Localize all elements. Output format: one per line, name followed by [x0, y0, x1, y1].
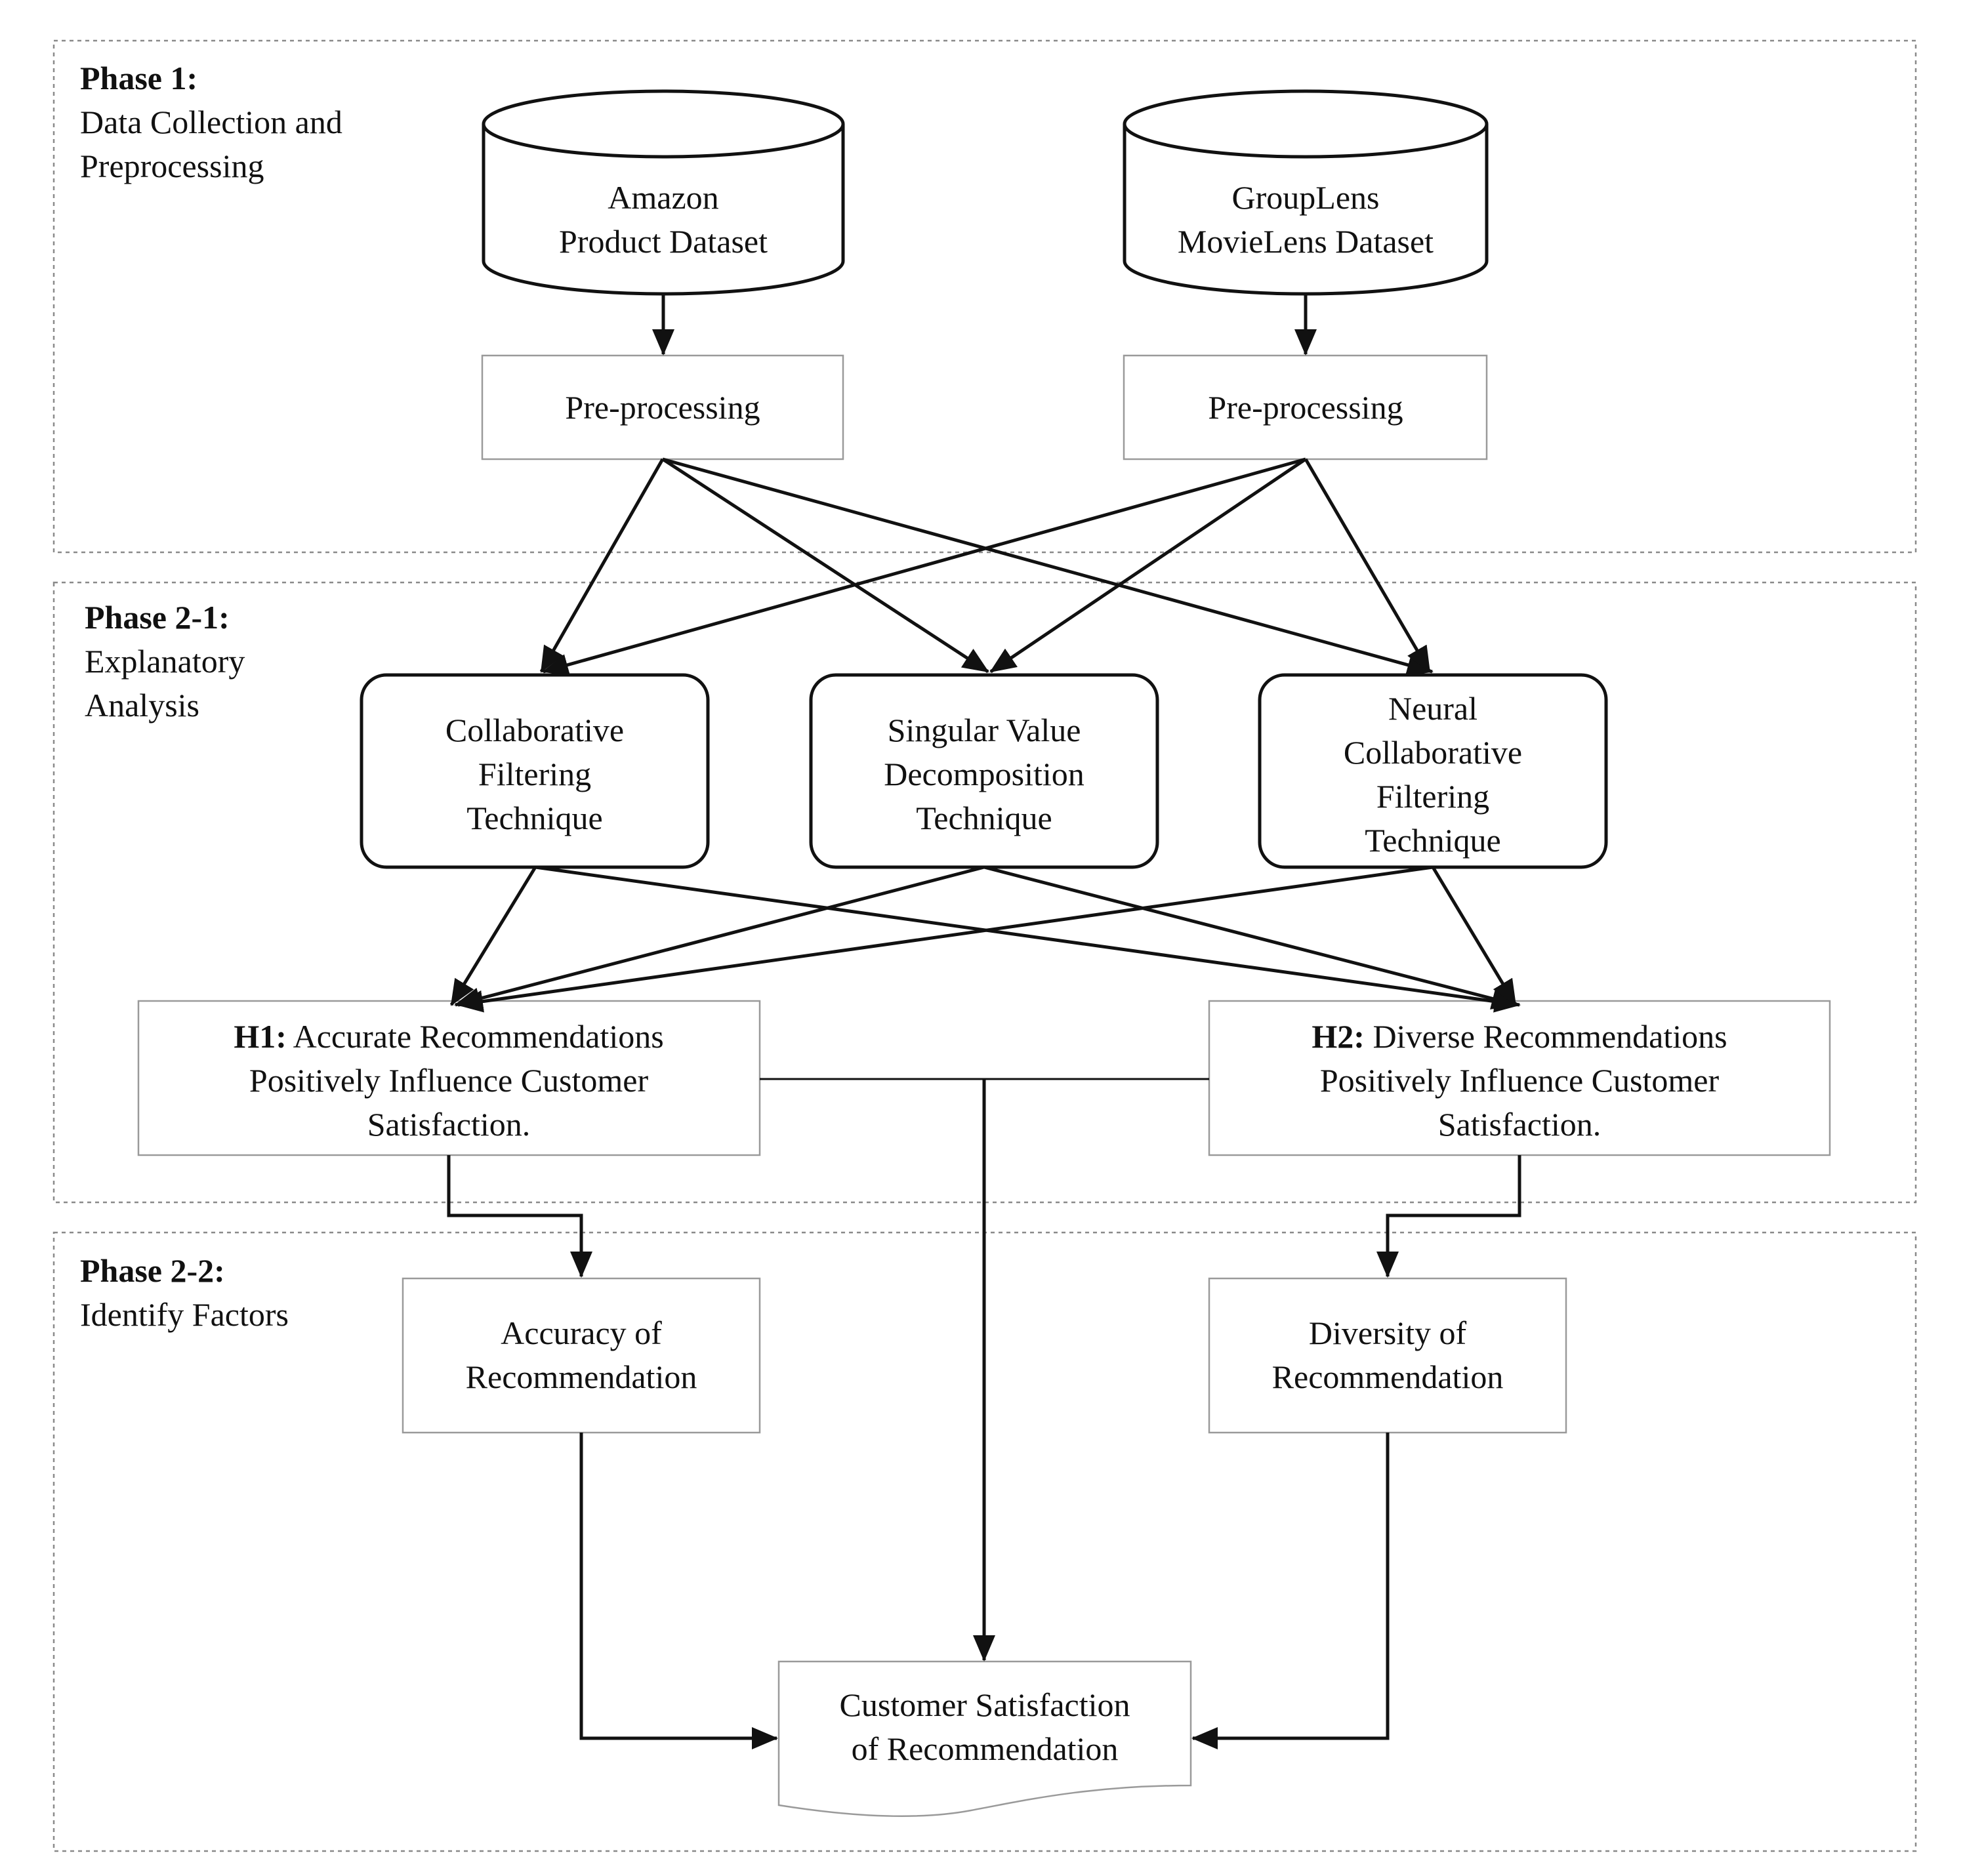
ncf-line3: Filtering — [1376, 778, 1490, 815]
grouplens-dataset-cylinder — [1123, 89, 1489, 296]
h2-box — [1208, 1000, 1831, 1156]
svd-technique-label: Singular Value Decomposition Technique — [884, 708, 1085, 840]
h1-line3: Satisfaction. — [367, 1106, 531, 1143]
accuracy-label: Accuracy of Recommendation — [466, 1311, 697, 1399]
phase1-title: Phase 1: — [80, 60, 198, 96]
cf-technique-label: Collaborative Filtering Technique — [445, 708, 624, 840]
h2-label: H2: Diverse Recommendations Positively I… — [1312, 1015, 1727, 1147]
phase22-label: Phase 2-2: Identify Factors — [80, 1249, 289, 1337]
phase1-container — [52, 39, 1917, 554]
cf-line2: Filtering — [478, 756, 592, 792]
amazon-line1: Amazon — [608, 179, 719, 216]
diversity-box — [1208, 1277, 1567, 1434]
arrow-h2-to-diversity — [1376, 1155, 1521, 1278]
phase22-title: Phase 2-2: — [80, 1252, 225, 1289]
preprocessing-label-left: Pre-processing — [565, 389, 760, 426]
outcome-line1: Customer Satisfaction — [839, 1686, 1130, 1723]
diversity-line2: Recommendation — [1271, 1358, 1504, 1395]
arrow-svd-to-h2 — [983, 865, 1518, 1009]
grouplens-line2: MovieLens Dataset — [1177, 223, 1434, 260]
phase21-desc-line1: Explanatory — [85, 643, 245, 680]
ncf-line1: Neural — [1388, 690, 1478, 727]
diversity-label: Diversity of Recommendation — [1272, 1311, 1504, 1399]
phase1-label: Phase 1: Data Collection and Preprocessi… — [80, 56, 342, 188]
h2-line1: Diverse Recommendations — [1364, 1018, 1727, 1055]
phase21-label: Phase 2-1: Explanatory Analysis — [85, 596, 245, 727]
h1-label: H1: Accurate Recommendations Positively … — [234, 1015, 663, 1147]
amazon-dataset-label: Amazon Product Dataset — [559, 176, 768, 264]
phase1-desc-line2: Preprocessing — [80, 148, 264, 184]
arrow-pre-right-to-svd — [989, 457, 1307, 674]
arrow-pre-right-to-cf — [542, 457, 1306, 676]
arrow-ncf-to-h2 — [1431, 866, 1518, 1006]
h2-tag: H2: — [1312, 1018, 1365, 1055]
phase22-desc-line1: Identify Factors — [80, 1296, 289, 1333]
accuracy-line1: Accuracy of — [501, 1315, 662, 1351]
arrow-svd-to-h1 — [454, 865, 985, 1009]
svd-line3: Technique — [916, 800, 1052, 836]
preprocessing-label-right: Pre-processing — [1208, 389, 1403, 426]
diversity-line1: Diversity of — [1308, 1315, 1467, 1351]
phase21-desc-line2: Analysis — [85, 687, 199, 724]
ncf-line4: Technique — [1365, 822, 1501, 859]
h1-line2: Positively Influence Customer — [249, 1062, 649, 1099]
cf-line1: Collaborative — [445, 712, 625, 748]
accuracy-box — [402, 1277, 761, 1434]
ncf-technique-label: Neural Collaborative Filtering Technique — [1344, 687, 1522, 863]
arrow-pre-right-to-ncf — [1304, 458, 1432, 673]
arrow-ncf-to-h1 — [457, 865, 1434, 1013]
cf-line3: Technique — [466, 800, 603, 836]
h2-line3: Satisfaction. — [1437, 1106, 1601, 1143]
outcome-document-shape — [777, 1660, 1192, 1818]
arrow-cf-to-h1 — [449, 866, 537, 1006]
arrow-h1-to-accuracy — [447, 1155, 592, 1278]
arrow-pre-left-to-svd — [661, 457, 989, 674]
outcome-label: Customer Satisfaction of Recommendation — [840, 1683, 1130, 1771]
h1-line1: Accurate Recommendations — [286, 1018, 664, 1055]
arrow-pre-left-to-cf — [539, 458, 665, 673]
phase1-desc-line1: Data Collection and — [80, 104, 342, 140]
svd-line2: Decomposition — [884, 756, 1085, 792]
grouplens-line1: GroupLens — [1231, 179, 1380, 216]
accuracy-line2: Recommendation — [465, 1358, 697, 1395]
arrow-cf-to-h2 — [535, 865, 1521, 1013]
h1-tag: H1: — [234, 1018, 287, 1055]
amazon-line2: Product Dataset — [559, 223, 768, 260]
svd-line1: Singular Value — [887, 712, 1081, 748]
arrow-pre-left-to-ncf — [662, 457, 1434, 676]
ncf-line2: Collaborative — [1343, 734, 1523, 771]
amazon-dataset-cylinder — [482, 89, 845, 296]
h2-line2: Positively Influence Customer — [1319, 1062, 1720, 1099]
preprocessing-box-left — [481, 354, 844, 460]
preprocessing-box-right — [1123, 354, 1488, 460]
arrow-diversity-to-outcome — [1191, 1433, 1390, 1749]
h1-box — [137, 1000, 761, 1156]
phase21-title: Phase 2-1: — [85, 599, 230, 636]
outcome-line2: of Recommendation — [851, 1730, 1119, 1767]
arrow-accuracy-to-outcome — [579, 1433, 778, 1749]
grouplens-dataset-label: GroupLens MovieLens Dataset — [1178, 176, 1434, 264]
